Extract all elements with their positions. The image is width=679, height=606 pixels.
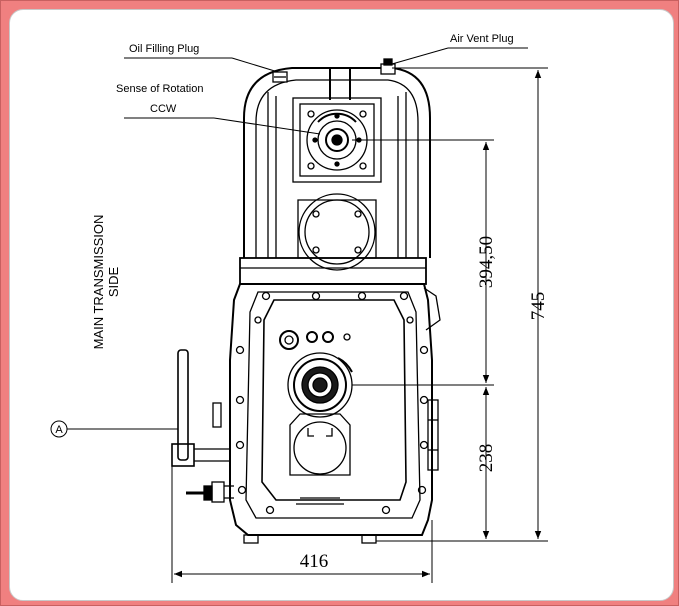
- callout-a: A: [50, 420, 68, 438]
- callout-a-letter: A: [55, 424, 63, 436]
- lower-housing: [229, 283, 433, 536]
- dim-width: 416: [300, 551, 329, 572]
- air-vent-plug: [380, 58, 396, 75]
- bracket-a: [171, 349, 230, 467]
- dim-upper-height: 394,50: [476, 236, 497, 288]
- side-label-line2: SIDE: [106, 267, 121, 298]
- side-label-line1: MAIN TRANSMISSION: [91, 215, 106, 350]
- ports: [279, 330, 351, 350]
- side-bolt: [186, 481, 234, 503]
- oil-filling-plug: [272, 71, 288, 83]
- upper-housing: [243, 67, 431, 258]
- leader-lines: [67, 47, 528, 430]
- oil-filling-plug-label: Oil Filling Plug: [129, 43, 199, 55]
- output-shaft: [287, 352, 353, 418]
- housing-bolts: [235, 291, 429, 515]
- dim-total-height: 745: [528, 292, 549, 321]
- drawing-sheet: [9, 9, 674, 601]
- sense-of-rotation-label: Sense of Rotation: [116, 83, 203, 95]
- dimension-lines: [171, 67, 548, 583]
- air-vent-plug-label: Air Vent Plug: [450, 33, 514, 45]
- gearbox-drawing: [171, 58, 441, 544]
- rotation-direction-label: CCW: [150, 103, 177, 115]
- dim-lower-height: 238: [476, 444, 497, 473]
